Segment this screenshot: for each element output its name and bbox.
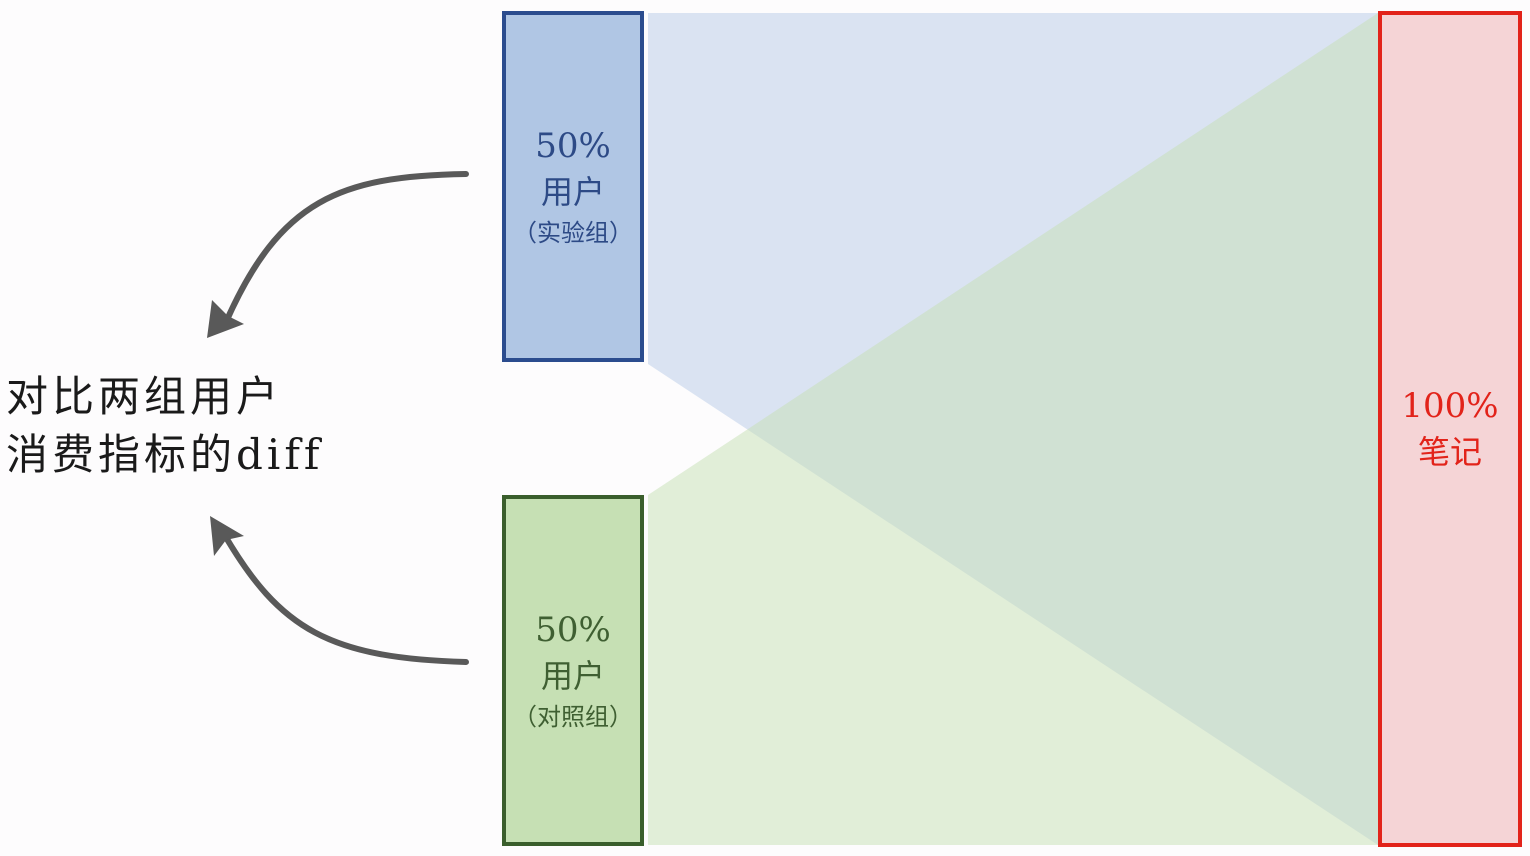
experiment-percent: 50% [535,126,611,166]
experiment-group-box: 50% 用户 （实验组） [502,11,644,362]
control-label: 用户 [540,657,605,695]
summary-line-2: 消费指标的diff [6,430,324,479]
control-percent: 50% [535,610,611,650]
experiment-sublabel: （实验组） [513,219,633,247]
arrow-from-control [221,531,469,665]
control-group-box: 50% 用户 （对照组） [502,495,644,846]
control-sublabel: （对照组） [513,703,633,731]
comparison-summary: 对比两组用户 消费指标的diff [6,368,386,484]
notes-box: 100% 笔记 [1378,11,1522,847]
arrow-head-lower-icon [210,516,244,556]
experiment-label: 用户 [540,173,605,211]
notes-label: 笔记 [1417,433,1482,471]
arrow-from-experiment [223,171,469,325]
notes-percent: 100% [1401,386,1499,426]
arrow-head-upper-icon [207,300,244,338]
summary-line-1: 对比两组用户 [6,372,283,421]
control-flow [648,13,1378,845]
